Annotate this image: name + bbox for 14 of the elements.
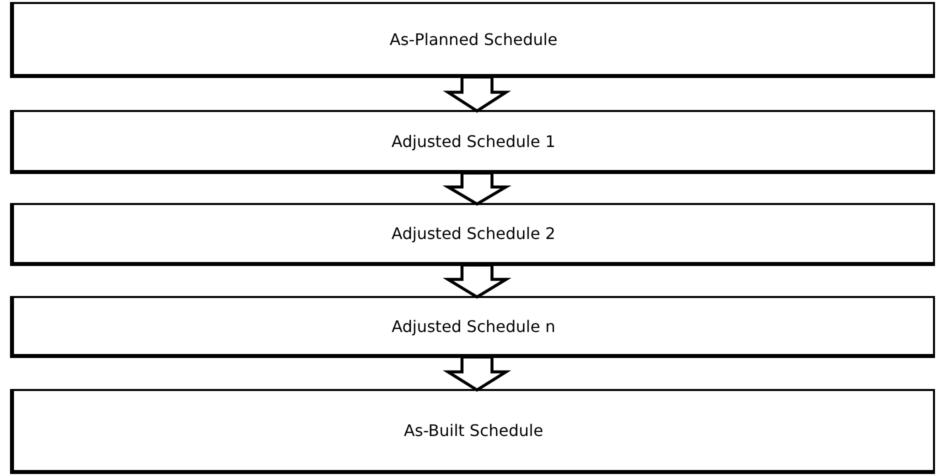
block-arrow: [442, 76, 512, 113]
block-arrow: [442, 264, 512, 299]
process-box: [10, 389, 935, 474]
box-label: As-Built Schedule: [404, 421, 544, 440]
process-box: [10, 203, 935, 266]
process-box: [10, 2, 935, 78]
block-arrow: [442, 172, 512, 206]
process-box: [10, 296, 935, 358]
box-label: Adjusted Schedule 1: [392, 132, 556, 150]
block-arrow: [442, 356, 512, 392]
box-label: Adjusted Schedule 2: [392, 224, 556, 243]
box-label: Adjusted Schedule n: [392, 316, 556, 336]
process-box: [10, 110, 935, 174]
box-label: As-Planned Schedule: [390, 30, 558, 48]
